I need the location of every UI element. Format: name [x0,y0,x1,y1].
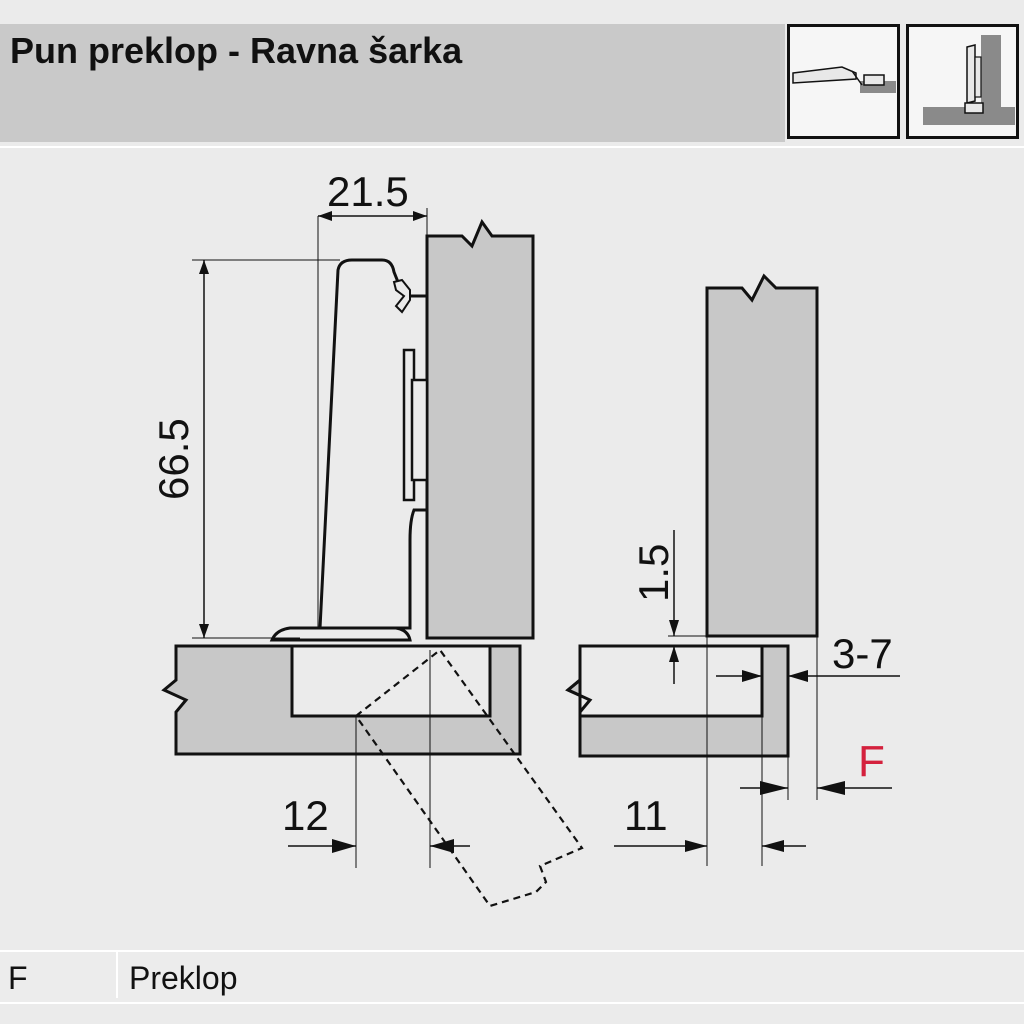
dim-edge-distance: 3-7 [832,630,893,677]
dim-cup-offset: 21.5 [327,168,409,215]
dim-side-distance: 11 [624,792,668,839]
hinge-diagram: 21.5 66.5 12 1.5 3 [150,168,900,908]
left-door-panel [425,218,535,640]
right-door-panel [705,273,819,638]
dim-door-gap: 1.5 [630,544,677,602]
hinge-cup-top [269,626,412,642]
dim-hinge-height: 66.5 [150,418,197,500]
legend-key: F [8,960,28,996]
dim-cup-distance: 12 [282,792,329,839]
hinge-plate-slot [410,378,429,482]
header-separator [0,146,1024,148]
hinge-pivot-detail [392,278,411,314]
hinge-closed-thumbnail-icon [787,24,900,139]
page-title: Pun preklop - Ravna šarka [10,30,463,71]
drill-outline-dashed [354,648,584,908]
hinge-arm [318,258,429,630]
legend-divider [116,952,118,998]
hinge-open-thumbnail-icon [906,24,1019,139]
header-bar [0,24,785,142]
legend-bar [0,950,1024,1004]
cup-recess [290,644,492,718]
legend-description: Preklop [129,960,238,996]
dim-overlay-marker: F [858,737,885,786]
